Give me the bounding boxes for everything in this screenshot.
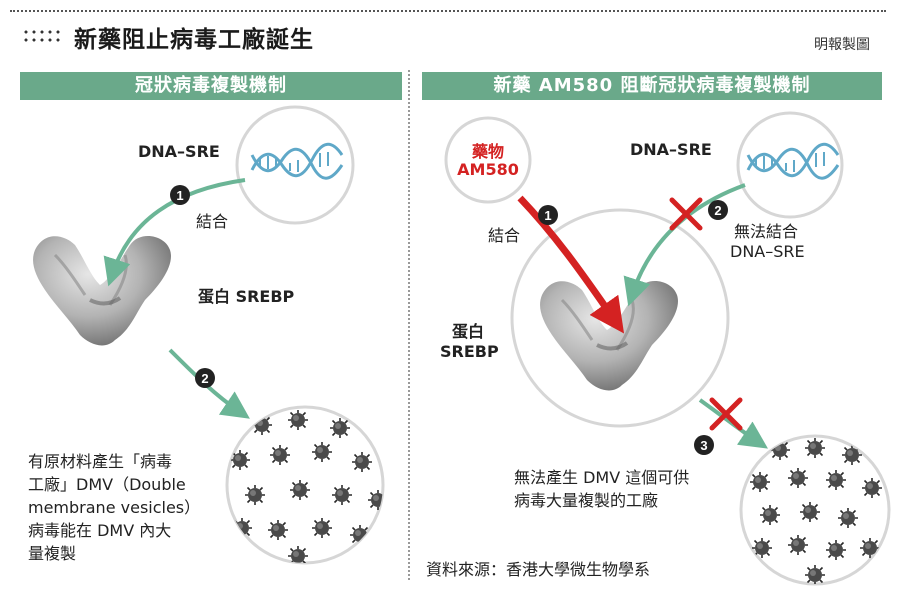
title-dots-decoration — [22, 28, 62, 44]
left-protein-icon — [31, 233, 173, 348]
left-note-line-3: membrane vesicles） — [28, 498, 201, 517]
right-dna-circle — [736, 111, 844, 219]
right-step2-num: 2 — [714, 203, 721, 218]
source-note: 資料來源：香港大學微生物學系 — [426, 560, 651, 579]
right-result-line-1: 無法產生 DMV 這個可供 — [514, 468, 690, 487]
left-dna-circle — [235, 105, 355, 225]
right-step3-badge — [694, 435, 714, 455]
left-banner: 冠狀病毒複製機制 — [20, 72, 402, 100]
left-note-line-5: 量複製 — [28, 544, 77, 563]
left-step2-badge — [195, 368, 215, 388]
left-note-line-4: 病毒能在 DMV 內大 — [28, 521, 172, 540]
drug-bind-arrow — [517, 195, 625, 334]
right-step1-num: 1 — [544, 208, 551, 223]
left-step2-num: 2 — [201, 371, 208, 386]
right-step2-badge — [708, 200, 728, 220]
right-banner: 新藥 AM580 阻斷冠狀病毒複製機制 — [422, 72, 882, 100]
page-title: 新藥阻止病毒工廠誕生 — [74, 26, 314, 53]
left-bind-arrow — [103, 178, 246, 287]
credit-label: 明報製圖 — [814, 37, 870, 53]
top-rule — [10, 10, 886, 12]
drug-label-line2: AM580 — [457, 160, 519, 179]
left-step1-label: 結合 — [196, 212, 229, 231]
right-result-note: 無法產生 DMV 這個可供 病毒大量複製的工廠 — [514, 466, 744, 512]
right-step1-badge — [538, 205, 558, 225]
left-step1-badge — [170, 185, 190, 205]
drug-circle — [444, 116, 532, 204]
right-step2-label-line1: 無法結合 — [734, 222, 799, 241]
right-protein-label-line2: SREBP — [440, 342, 499, 361]
left-protein-label: 蛋白 SREBP — [198, 287, 295, 306]
right-dmv-arrow — [698, 398, 768, 449]
left-note-line-2: 工廠」DMV（Double — [28, 475, 186, 494]
left-dna-label: DNA–SRE — [138, 142, 220, 161]
right-dna-label: DNA–SRE — [630, 140, 712, 159]
right-step3-num: 3 — [700, 438, 707, 453]
block-x-icon-2 — [709, 397, 743, 431]
drug-label-line1: 藥物 — [471, 142, 504, 161]
right-result-line-2: 病毒大量複製的工廠 — [514, 491, 659, 510]
left-note: 有原材料產生「病毒 工廠」DMV（Double membrane vesicle… — [28, 450, 228, 565]
left-note-line-1: 有原材料產生「病毒 — [28, 452, 173, 471]
right-step1-label: 結合 — [488, 226, 521, 245]
block-x-icon-1 — [669, 197, 703, 231]
panel-divider — [408, 70, 410, 580]
right-protein-label-line1: 蛋白 — [452, 322, 485, 341]
left-step1-num: 1 — [176, 188, 183, 203]
right-step2-label-line2: DNA–SRE — [730, 242, 805, 261]
